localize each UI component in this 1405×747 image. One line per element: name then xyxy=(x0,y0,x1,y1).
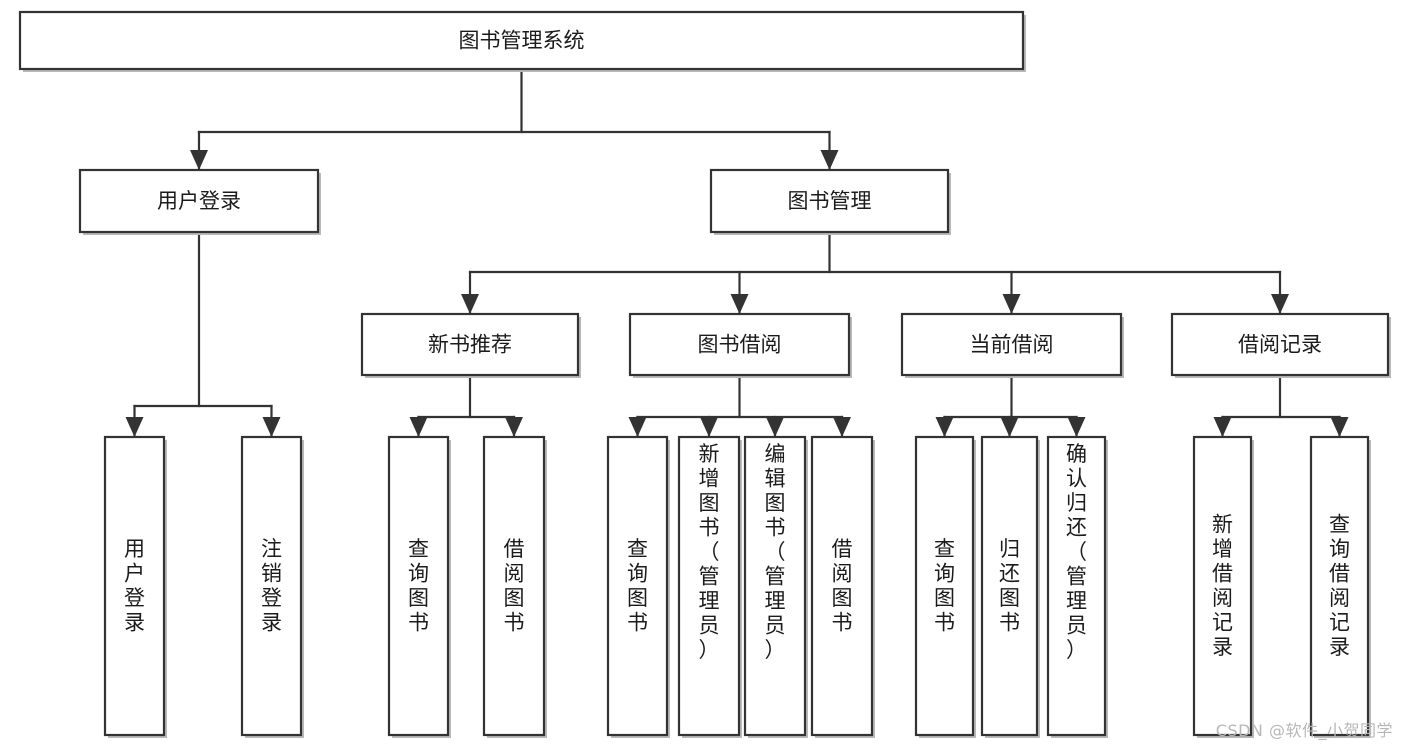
node-label: 用户登录 xyxy=(157,189,241,213)
node-leaf-add-record[interactable]: 新增借阅记录 xyxy=(1192,435,1254,738)
node-label: 新书推荐 xyxy=(428,333,512,357)
node-label: 用户登录 xyxy=(124,537,145,635)
node-label: 借阅图书 xyxy=(832,537,853,635)
node-leaf-query-book-1[interactable]: 查询图书 xyxy=(387,435,451,738)
node-label: 图书管理 xyxy=(788,189,872,213)
node-leaf-query-book-3[interactable]: 查询图书 xyxy=(914,435,976,738)
node-leaf-query-record[interactable]: 查询借阅记录 xyxy=(1309,435,1371,738)
node-label: 借阅图书 xyxy=(504,537,525,635)
node-book-borrow[interactable]: 图书借阅 xyxy=(628,312,852,378)
node-user-login[interactable]: 用户登录 xyxy=(78,168,321,235)
node-box xyxy=(387,435,450,737)
node-label: 借阅记录 xyxy=(1238,333,1322,357)
nodes-layer: 图书管理系统用户登录图书管理新书推荐图书借阅当前借阅借阅记录用户登录注销登录查询… xyxy=(18,10,1391,738)
node-box xyxy=(810,435,874,737)
node-leaf-add-book[interactable]: 新增图书（管理员） xyxy=(677,435,742,738)
node-box xyxy=(360,312,580,377)
node-leaf-return-book[interactable]: 归还图书 xyxy=(980,435,1040,738)
node-label: 注销登录 xyxy=(261,537,282,635)
node-box xyxy=(1170,312,1390,377)
node-box xyxy=(78,168,320,234)
node-label: 确认归还（管理员） xyxy=(1066,442,1087,662)
node-label: 新增图书（管理员） xyxy=(699,442,720,662)
node-box xyxy=(677,435,741,737)
node-leaf-user-login[interactable]: 用户登录 xyxy=(103,435,167,738)
node-book-manage[interactable]: 图书管理 xyxy=(709,168,951,235)
node-box xyxy=(914,435,975,737)
node-leaf-edit-book[interactable]: 编辑图书（管理员） xyxy=(743,435,808,738)
node-label: 图书管理系统 xyxy=(459,29,585,53)
node-label: 查询借阅记录 xyxy=(1329,513,1350,660)
node-leaf-query-book-2[interactable]: 查询图书 xyxy=(606,435,670,738)
node-label: 图书借阅 xyxy=(698,333,782,357)
node-box xyxy=(103,435,166,737)
edges-layer xyxy=(125,67,1349,439)
node-box xyxy=(709,168,950,234)
node-box xyxy=(240,435,303,737)
node-leaf-borrow-book-2[interactable]: 借阅图书 xyxy=(810,435,875,738)
node-box xyxy=(1192,435,1253,737)
node-label: 查询图书 xyxy=(627,537,648,635)
node-new-book-rec[interactable]: 新书推荐 xyxy=(360,312,581,378)
node-label: 新增借阅记录 xyxy=(1212,513,1233,660)
node-root-system[interactable]: 图书管理系统 xyxy=(18,10,1026,72)
node-box xyxy=(18,10,1025,71)
node-leaf-user-logout[interactable]: 注销登录 xyxy=(240,435,304,738)
node-box xyxy=(606,435,669,737)
node-leaf-confirm-return[interactable]: 确认归还（管理员） xyxy=(1046,435,1108,738)
node-box xyxy=(980,435,1039,737)
node-box xyxy=(900,312,1123,377)
node-box xyxy=(628,312,851,377)
node-current-borrow[interactable]: 当前借阅 xyxy=(900,312,1124,378)
node-label: 查询图书 xyxy=(408,537,429,635)
node-label: 查询图书 xyxy=(934,537,955,635)
node-label: 归还图书 xyxy=(999,537,1020,635)
node-box xyxy=(743,435,807,737)
node-box xyxy=(482,435,546,737)
node-borrow-record[interactable]: 借阅记录 xyxy=(1170,312,1391,378)
node-label: 当前借阅 xyxy=(970,333,1054,357)
node-leaf-borrow-book-1[interactable]: 借阅图书 xyxy=(482,435,547,738)
node-box xyxy=(1309,435,1370,737)
node-box xyxy=(1046,435,1107,737)
node-label: 编辑图书（管理员） xyxy=(765,442,786,662)
